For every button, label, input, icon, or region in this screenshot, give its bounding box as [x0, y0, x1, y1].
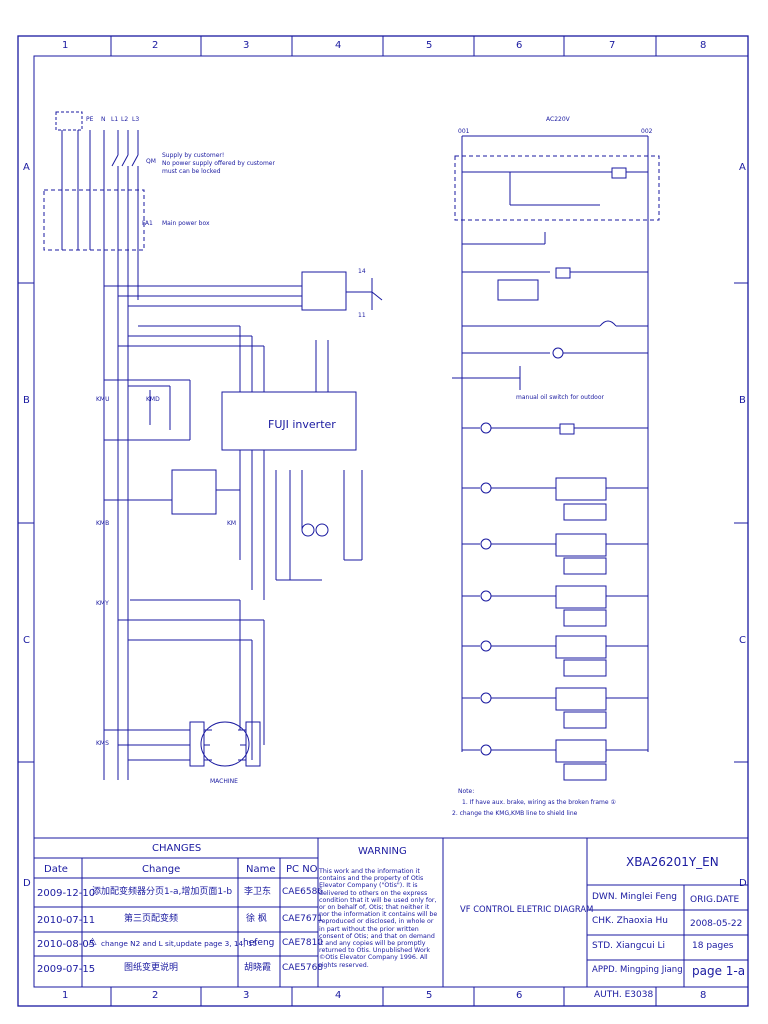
column-ticks — [18, 36, 748, 1006]
changes-header-change: Change — [142, 864, 181, 875]
notes-title: Note: — [458, 788, 475, 795]
col-label-3: 3 — [243, 40, 250, 51]
inner-frame — [33, 55, 749, 988]
col-label-6-bottom: 6 — [516, 990, 523, 1001]
phase-l1: L1 — [111, 116, 119, 123]
control-circuit — [452, 135, 660, 752]
col-label-4-bottom: 4 — [335, 990, 342, 1001]
customer-note-3: must can be locked — [162, 168, 221, 175]
row-label-a-right: A — [739, 162, 746, 173]
changes-title: CHANGES — [152, 843, 202, 854]
change-row-1-pc: CAE6586 — [282, 887, 324, 897]
warning-title: WARNING — [358, 846, 407, 857]
row-label-b: B — [23, 395, 30, 406]
change-row-4-date: 2009-07-15 — [37, 964, 96, 975]
col-label-8: 8 — [700, 40, 707, 51]
col-label-6: 6 — [516, 40, 523, 51]
row-label-c: C — [23, 635, 30, 646]
row-label-d-right: D — [739, 878, 747, 889]
changes-header-pc: PC NO — [286, 864, 318, 875]
note-2: 2. change the KMG,KMB line to shield lin… — [452, 810, 578, 817]
warning-text: This work and the information it contain… — [319, 868, 438, 969]
contactor-kmb: KMB — [96, 520, 110, 527]
drawing-number: XBA26201Y_EN — [626, 855, 719, 869]
phase-l2: L2 — [121, 116, 129, 123]
power-wiring — [43, 111, 383, 780]
standard-by: STD. Xiangcui Li — [592, 941, 665, 951]
col-label-1-bottom: 1 — [62, 990, 69, 1001]
row-label-a: A — [23, 162, 30, 173]
col-label-2-bottom: 2 — [152, 990, 159, 1001]
contactor-km: KM — [227, 520, 237, 527]
ac-supply-label: AC220V — [546, 116, 570, 123]
checked-by: CHK. Zhaoxia Hu — [592, 916, 668, 926]
node-002: 002 — [641, 128, 653, 135]
col-label-2: 2 — [152, 40, 159, 51]
row-label-c-right: C — [739, 635, 746, 646]
fuse-box-label: FA1 — [142, 220, 153, 227]
contactor-kmy: KMY — [96, 600, 109, 607]
change-row-1-change: 添加配变频器分页1-a,增加页面1-b — [92, 887, 233, 897]
col-label-7: 7 — [609, 40, 616, 51]
orig-date-label: ORIG.DATE — [690, 895, 740, 905]
row-label-d: D — [23, 878, 31, 889]
change-row-3-date: 2010-08-05 — [37, 939, 96, 950]
main-power-box-label: Main power box — [162, 220, 210, 227]
note-1: 1. If have aux. brake, wiring as the bro… — [462, 799, 616, 806]
col-label-5: 5 — [426, 40, 433, 51]
change-row-3-pc: CAE7810 — [282, 938, 324, 948]
authorization: AUTH. E3038 — [594, 990, 654, 1000]
change-row-3-change: change N2 and L sit,update page 3, 14, 1… — [101, 939, 258, 948]
manual-switch-label: manual oil switch for outdoor — [516, 394, 604, 401]
phase-n: N — [101, 116, 106, 123]
change-row-4-pc: CAE5768 — [282, 963, 324, 973]
control-rungs — [462, 477, 648, 781]
customer-note-2: No power supply offered by customer — [162, 160, 275, 167]
customer-note-1: Supply by customer! — [162, 152, 225, 159]
inverter-label: FUJI inverter — [268, 418, 336, 431]
node-001: 001 — [458, 128, 470, 135]
changes-header-name: Name — [246, 864, 276, 875]
contactor-kmu: KMU — [96, 396, 110, 403]
change-row-1-name: 李卫东 — [244, 887, 272, 897]
phase-l3: L3 — [132, 116, 140, 123]
change-row-4-change: 图纸变更说明 — [124, 963, 179, 973]
change-row-3-warning-icon: ⚠ — [88, 937, 97, 948]
change-row-2-name: 徐 枫 — [246, 914, 267, 924]
row-label-b-right: B — [739, 395, 746, 406]
page-number: page 1-a — [692, 964, 746, 978]
col-label-8-bottom: 8 — [700, 990, 707, 1001]
change-row-2-date: 2010-07-11 — [37, 915, 96, 926]
change-row-1-date: 2009-12-10 — [37, 888, 96, 899]
orig-date: 2008-05-22 — [690, 919, 743, 929]
changes-header-date: Date — [44, 864, 68, 875]
col-label-1: 1 — [62, 40, 69, 51]
change-row-4-name: 胡晓霞 — [244, 963, 272, 973]
machine-label: MACHINE — [210, 778, 238, 785]
col-label-4: 4 — [335, 40, 342, 51]
page-count: 18 pages — [692, 941, 734, 951]
node-14: 14 — [358, 268, 366, 275]
change-row-3-name: hefeng — [243, 938, 275, 948]
col-label-5-bottom: 5 — [426, 990, 433, 1001]
title-block-grid — [34, 837, 748, 987]
contactor-kmd: KMD — [146, 396, 160, 403]
change-row-2-pc: CAE7671 — [282, 914, 324, 924]
breaker-label: QM — [146, 158, 156, 165]
change-row-2-change: 第三页配变频 — [124, 914, 179, 924]
node-11: 11 — [358, 312, 366, 319]
phase-pe: PE — [86, 116, 94, 123]
drawn-by: DWN. Minglei Feng — [592, 892, 678, 902]
contactor-kms: KMS — [96, 740, 109, 747]
diagram-title: VF CONTROL ELETRIC DIAGRAM — [460, 904, 594, 914]
col-label-3-bottom: 3 — [243, 990, 250, 1001]
approved-by: APPD. Mingping Jiang — [592, 965, 683, 975]
